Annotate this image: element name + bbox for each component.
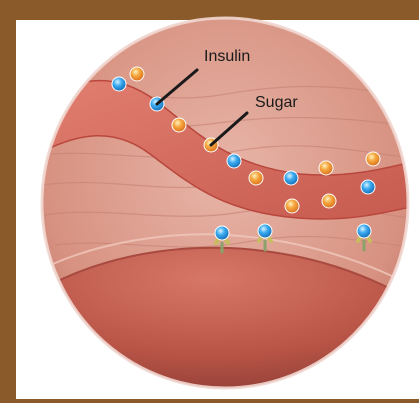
insulin-dot <box>361 180 375 194</box>
insulin-label: Insulin <box>204 48 250 65</box>
sugar-dot <box>285 199 299 213</box>
insulin-dot <box>112 77 126 91</box>
sugar-dot <box>249 171 263 185</box>
sugar-dot <box>366 152 380 166</box>
sugar-dot <box>322 194 336 208</box>
sugar-dot <box>172 118 186 132</box>
sugar-dot <box>319 161 333 175</box>
insulin-dot <box>284 171 298 185</box>
insulin-dot <box>227 154 241 168</box>
bound-insulin-dot <box>215 226 229 240</box>
sugar-dot <box>130 67 144 81</box>
bound-insulin-dot <box>258 224 272 238</box>
sugar-label: Sugar <box>255 94 298 111</box>
bound-insulin-dot <box>357 224 371 238</box>
